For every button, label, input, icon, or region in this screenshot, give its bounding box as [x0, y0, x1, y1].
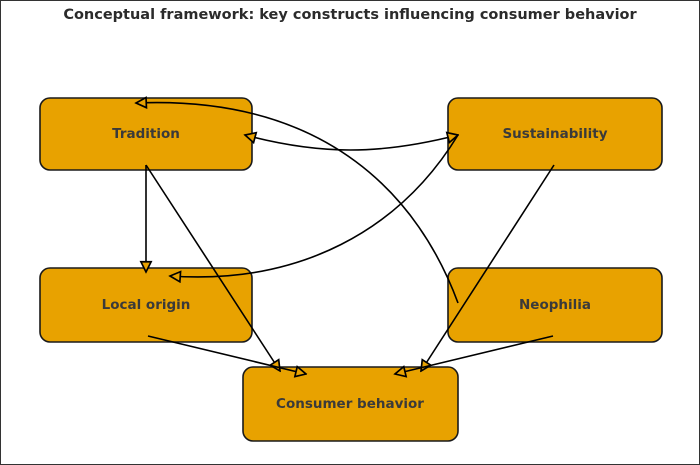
node-sustainability[interactable]: Sustainability: [447, 97, 663, 171]
edge-local-origin-to-consumer-behavior: [147, 335, 306, 374]
node-tradition[interactable]: Tradition: [39, 97, 253, 171]
edge-sustainability-to-consumer-behavior: [421, 164, 555, 371]
edge-tradition-to-consumer-behavior: [145, 164, 280, 371]
node-label: Consumer behavior: [276, 396, 424, 412]
node-label: Neophilia: [519, 297, 591, 313]
node-label: Local origin: [102, 297, 191, 313]
node-neophilia[interactable]: Neophilia: [447, 267, 663, 343]
edge-neophilia-to-consumer-behavior: [395, 335, 554, 374]
node-consumer-behavior[interactable]: Consumer behavior: [242, 366, 459, 442]
diagram-title: Conceptual framework: key constructs inf…: [63, 7, 637, 23]
edge-neophilia-to-tradition: [136, 103, 459, 304]
edge-sustainability-to-local-origin: [170, 134, 459, 277]
node-local-origin[interactable]: Local origin: [39, 267, 253, 343]
edge-sustainability-to-tradition: [245, 135, 458, 151]
node-label: Sustainability: [502, 126, 607, 142]
node-label: Tradition: [112, 126, 180, 142]
